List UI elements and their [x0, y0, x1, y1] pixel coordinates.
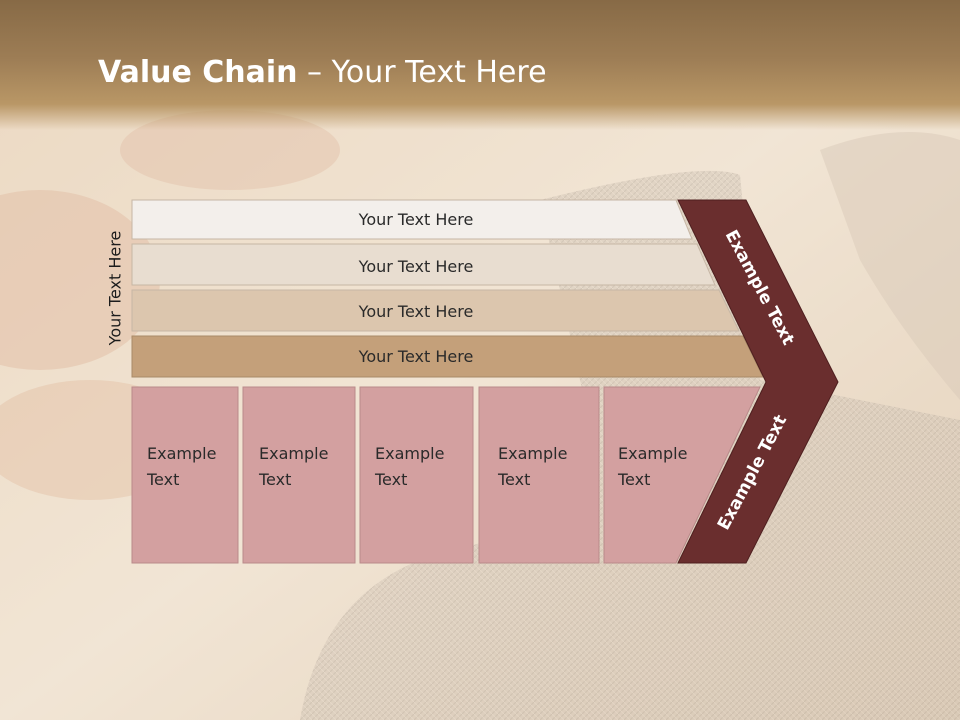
refl-box-1-line1: Example: [147, 663, 216, 682]
box-4-line1: Example: [498, 444, 567, 463]
box-3-line1: Example: [375, 444, 444, 463]
title-rest: – Your Text Here: [297, 55, 547, 90]
primary-boxes: Example Text Example Text Example Text E…: [131, 386, 761, 564]
refl-box-5-line1: Example: [618, 663, 687, 682]
box-2-line1: Example: [259, 444, 328, 463]
box-3[interactable]: [359, 386, 474, 564]
bar-1[interactable]: [131, 199, 693, 240]
bar-2[interactable]: [131, 243, 716, 286]
bar-3-label: Your Text Here: [358, 302, 474, 321]
box-2-line2: Text: [258, 470, 291, 489]
box-5-line2: Text: [617, 470, 650, 489]
refl-box-2-line2: Text: [258, 637, 291, 656]
refl-box-5-line2: Text: [617, 637, 650, 656]
refl-box-3-line1: Example: [375, 663, 444, 682]
box-2[interactable]: [242, 386, 356, 564]
refl-box-3-line2: Text: [374, 637, 407, 656]
bar-2-label: Your Text Here: [358, 257, 474, 276]
title-bold: Value Chain: [98, 55, 298, 90]
bar-4-label: Your Text Here: [358, 347, 474, 366]
box-1-line2: Text: [146, 470, 179, 489]
box-4-line2: Text: [497, 470, 530, 489]
bar-4[interactable]: [131, 335, 764, 378]
refl-box-2-line1: Example: [259, 663, 328, 682]
bar-3[interactable]: [131, 289, 740, 332]
diagram-reflection: Example Text Example Text Example Text E…: [131, 562, 800, 720]
refl-box-4-line2: Text: [497, 637, 530, 656]
box-3-line2: Text: [374, 470, 407, 489]
title-band: [0, 0, 960, 130]
box-1[interactable]: [131, 386, 239, 564]
refl-box-1-line2: Text: [146, 637, 179, 656]
box-1-line1: Example: [147, 444, 216, 463]
refl-box-4-line1: Example: [498, 663, 567, 682]
box-5-line1: Example: [618, 444, 687, 463]
box-4[interactable]: [478, 386, 600, 564]
support-bars: Your Text Here Your Text Here Your Text …: [131, 199, 764, 378]
slide-title: Value Chain – Your Text Here: [98, 55, 547, 90]
bar-1-label: Your Text Here: [358, 210, 474, 229]
